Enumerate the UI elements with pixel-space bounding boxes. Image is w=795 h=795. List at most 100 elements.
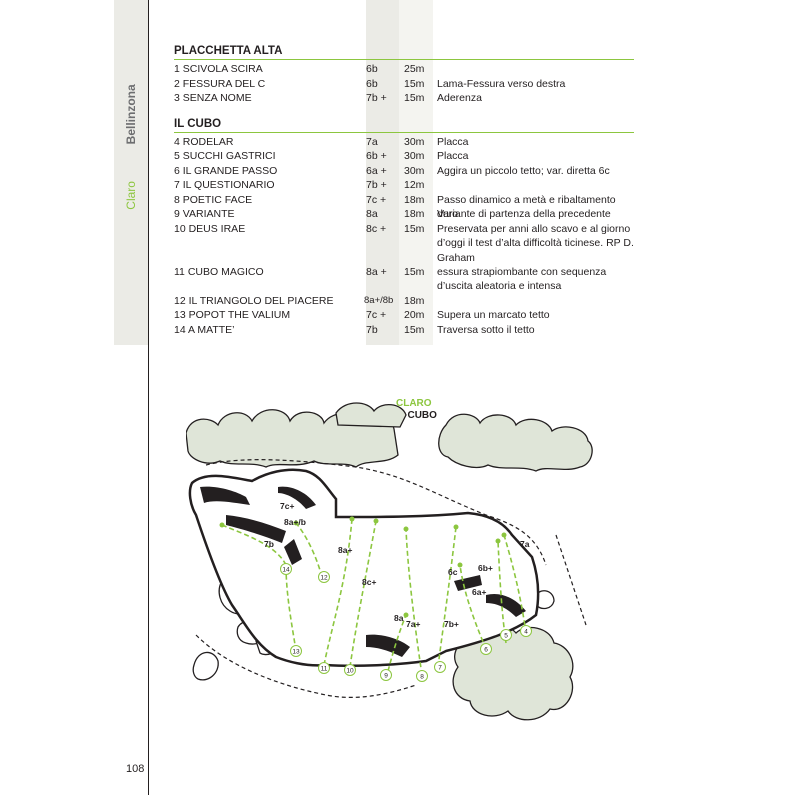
grade-column-stripe <box>366 0 399 345</box>
route-row: 7 IL QUESTIONARIO 7b + 12m <box>174 178 634 193</box>
route-number: 4 <box>524 629 528 636</box>
route-desc: Placca <box>437 150 469 162</box>
route-row: 2 FESSURA DEL C 6b 15m Lama-Fessura vers… <box>174 77 634 92</box>
route-number: 11 <box>321 666 328 673</box>
grade-label: 8a+ <box>338 545 352 555</box>
route-length: 15m <box>404 77 425 90</box>
route-grade: 7b + <box>366 92 387 104</box>
route-row: 6 IL GRANDE PASSO 6a + 30m Aggira un pic… <box>174 164 634 179</box>
route-number-badges: 14 12 13 11 10 9 8 7 6 5 4 <box>280 563 532 682</box>
route-name: 1 SCIVOLA SCIRA <box>174 63 263 75</box>
route-length: 15m <box>404 265 425 278</box>
topo-title: CLARO IL CUBO <box>396 398 437 422</box>
route-length: 12m <box>404 179 425 191</box>
route-number: 14 <box>282 567 290 574</box>
route-grade: 7a <box>366 135 378 148</box>
route-grade: 8a + <box>366 265 387 278</box>
route-row: 9 VARIANTE 8a 18m Variante di partenza d… <box>174 207 634 222</box>
route-desc: Lama-Fessura verso destra <box>437 77 566 90</box>
grade-label: 7a+ <box>406 619 420 629</box>
route-name: 3 SENZA NOME <box>174 92 252 104</box>
route-name: 9 VARIANTE <box>174 208 235 220</box>
grade-label: 6a+ <box>472 587 486 597</box>
section-title: PLACCHETTA ALTA <box>174 45 283 57</box>
route-length: 18m <box>404 294 425 307</box>
route-row: 10 DEUS IRAE 8c + 15m Preservata per ann… <box>174 222 634 265</box>
route-desc: Aderenza <box>437 92 482 104</box>
route-desc: Aggira un piccolo tetto; var. diretta 6c <box>437 164 610 177</box>
route-row: 3 SENZA NOME 7b + 15m Aderenza <box>174 91 634 106</box>
trail-dashes <box>195 459 587 698</box>
route-name: 11 CUBO MAGICO <box>174 265 264 278</box>
route-grade: 7c + <box>366 193 387 206</box>
grade-labels: 7c+ 8a+/b 7b 8a+ 8c+ 8a 7a+ 7b+ 6c 6b+ 6… <box>264 501 530 629</box>
grade-label: 7a <box>520 539 530 549</box>
route-name: 5 SUCCHI GASTRICI <box>174 150 276 162</box>
route-grade: 7b + <box>366 179 387 191</box>
side-region: Claro <box>124 181 138 210</box>
section-rule <box>174 59 634 60</box>
route-number: 9 <box>384 673 388 680</box>
page-number: 108 <box>126 763 145 775</box>
route-number: 8 <box>420 674 424 681</box>
boulder <box>188 468 540 668</box>
route-anchors <box>219 516 507 618</box>
route-row: 13 POPOT THE VALIUM 7c + 20m Supera un m… <box>174 308 634 323</box>
route-desc: Traversa sotto il tetto <box>437 323 535 336</box>
route-length: 18m <box>404 193 425 206</box>
route-name: 4 RODELAR <box>174 135 234 148</box>
route-name: 8 POETIC FACE <box>174 193 253 206</box>
side-band <box>114 0 148 345</box>
route-grade: 8c + <box>366 222 387 235</box>
grade-label: 7c+ <box>280 501 294 511</box>
route-number: 5 <box>504 633 508 640</box>
route-desc: Placca <box>437 135 469 148</box>
route-desc: Supera un marcato tetto <box>437 309 550 321</box>
route-row: 11 CUBO MAGICO 8a + 15m essura strapiomb… <box>174 265 634 294</box>
roof-shadows <box>200 486 526 657</box>
route-name: 10 DEUS IRAE <box>174 222 246 235</box>
route-name: 7 IL QUESTIONARIO <box>174 179 275 191</box>
route-length: 25m <box>404 63 425 75</box>
route-desc: Passo dinamico a metà e ribaltamento dur… <box>437 193 616 221</box>
route-table: PLACCHETTA ALTA 1 SCIVOLA SCIRA 6b 25m 2… <box>174 44 634 337</box>
route-row: 5 SUCCHI GASTRICI 6b + 30m Placca <box>174 149 634 164</box>
route-number: 10 <box>346 668 354 675</box>
route-name: 2 FESSURA DEL C <box>174 77 266 90</box>
route-row: 14 A MATTE’ 7b 15m Traversa sotto il tet… <box>174 323 634 338</box>
grade-label: 8c+ <box>362 577 376 587</box>
grade-label: 7b <box>264 539 274 549</box>
side-rule <box>148 0 149 795</box>
section-title: IL CUBO <box>174 117 222 130</box>
topo-name: IL CUBO <box>396 410 437 421</box>
tree-canopy-top <box>186 402 593 472</box>
route-row: 12 IL TRIANGOLO DEL PIACERE 8a+/8b 18m <box>174 294 634 309</box>
route-length: 15m <box>404 323 425 336</box>
topo-region: CLARO <box>396 398 432 409</box>
route-row: 1 SCIVOLA SCIRA 6b 25m <box>174 62 634 77</box>
route-length: 15m <box>404 222 425 235</box>
route-number: 12 <box>320 575 328 582</box>
route-number: 6 <box>484 647 488 654</box>
route-desc: essura strapiombante con sequenza d’usci… <box>437 265 607 293</box>
route-length: 15m <box>404 92 425 104</box>
route-grade: 8a <box>366 208 378 220</box>
route-grade: 7c + <box>366 309 387 321</box>
route-name: 12 IL TRIANGOLO DEL PIACERE <box>174 294 334 307</box>
grade-label: 7b+ <box>444 619 459 629</box>
grade-label: 6b+ <box>478 563 493 573</box>
route-desc: Variante di partenza della precedente <box>437 208 611 220</box>
route-grade: 8a+/8b <box>364 294 394 306</box>
route-grade: 7b <box>366 323 378 336</box>
route-name: 6 IL GRANDE PASSO <box>174 164 278 177</box>
grade-label: 8a <box>394 613 404 623</box>
route-grade: 6b <box>366 63 378 75</box>
route-length: 18m <box>404 208 425 220</box>
route-length: 20m <box>404 309 425 321</box>
grade-label: 8a+/b <box>284 517 306 527</box>
section-rule <box>174 131 634 133</box>
route-length: 30m <box>404 135 425 148</box>
route-desc: Preservata per anni allo scavo e al gior… <box>437 222 634 264</box>
boulder-topo-drawing: 7c+ 8a+/b 7b 8a+ 8c+ 8a 7a+ 7b+ 6c 6b+ 6… <box>186 402 593 721</box>
route-grade: 6b <box>366 77 378 90</box>
